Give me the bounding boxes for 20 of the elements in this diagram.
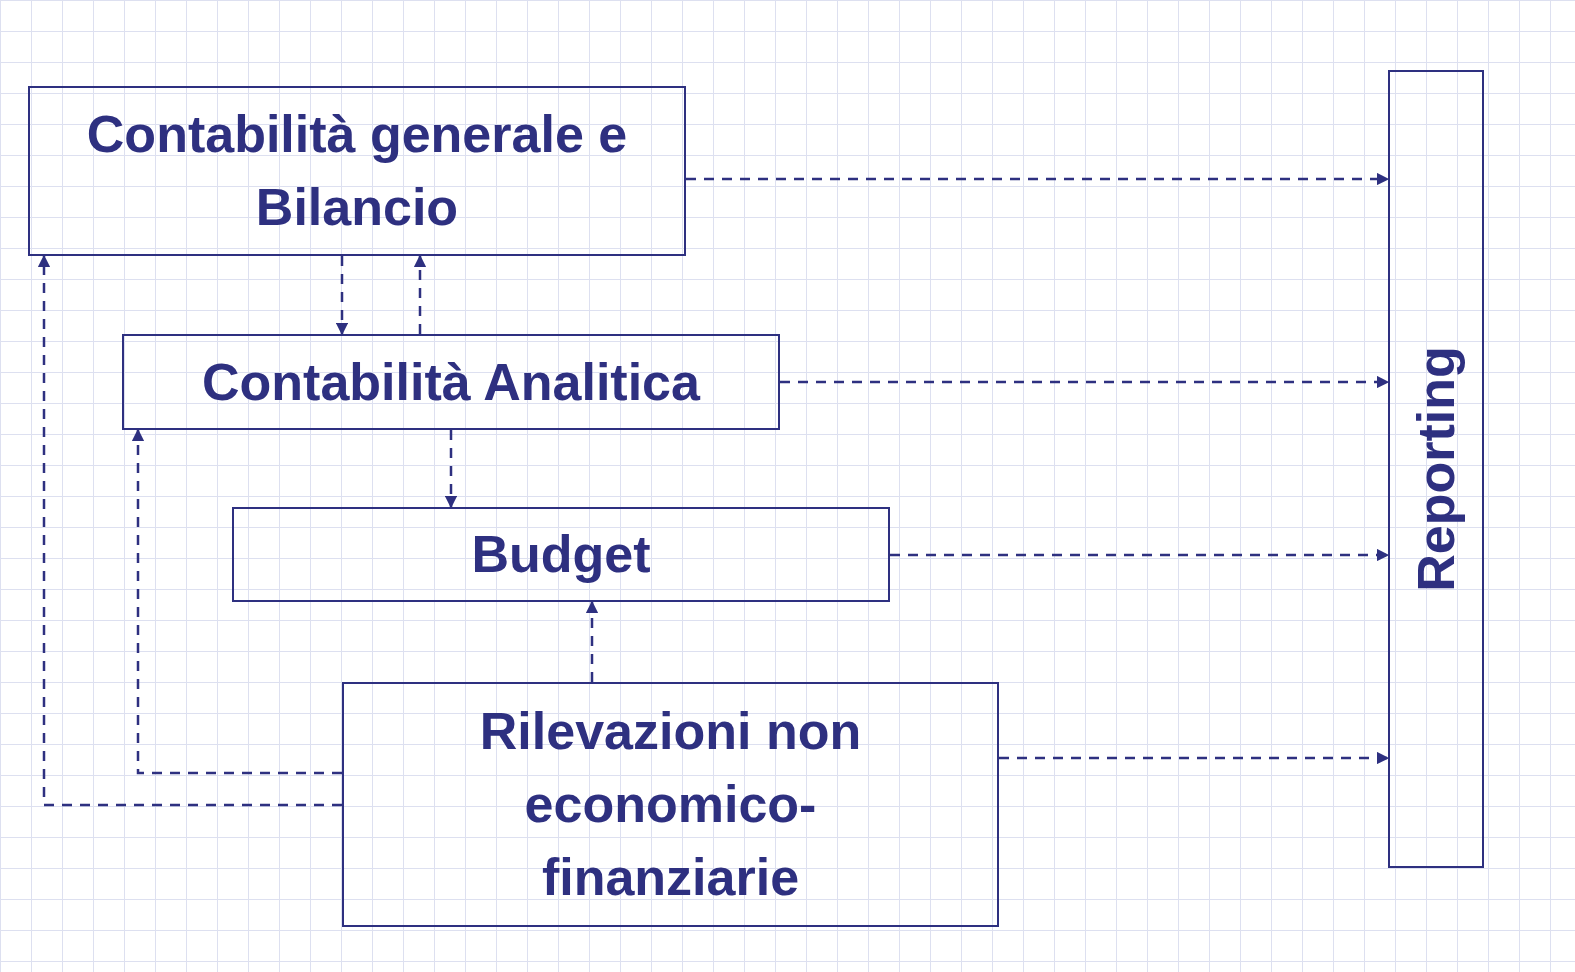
- dashed-arrow: [37, 254, 342, 807]
- box-label: Rilevazioni non economico-finanziarie: [478, 701, 863, 908]
- dashed-arrow: [780, 375, 1390, 389]
- dashed-arrow: [444, 430, 458, 509]
- process-box: [28, 86, 686, 256]
- process-box: [122, 334, 780, 430]
- dashed-arrow: [686, 172, 1390, 186]
- process-box: [1388, 70, 1484, 868]
- dashed-arrow: [335, 256, 349, 336]
- box-label: Contabilità Analitica: [202, 351, 700, 413]
- process-box: [342, 682, 999, 927]
- dashed-arrow: [585, 600, 599, 682]
- dashed-arrow: [131, 428, 342, 775]
- dashed-arrow: [999, 751, 1390, 765]
- process-box: [232, 507, 890, 602]
- box-label: Reporting: [1406, 346, 1466, 592]
- box-label: Budget: [471, 524, 651, 585]
- dashed-arrow: [413, 254, 427, 334]
- box-label: Contabilità generale e Bilancio: [85, 104, 629, 238]
- dashed-arrow: [890, 548, 1390, 562]
